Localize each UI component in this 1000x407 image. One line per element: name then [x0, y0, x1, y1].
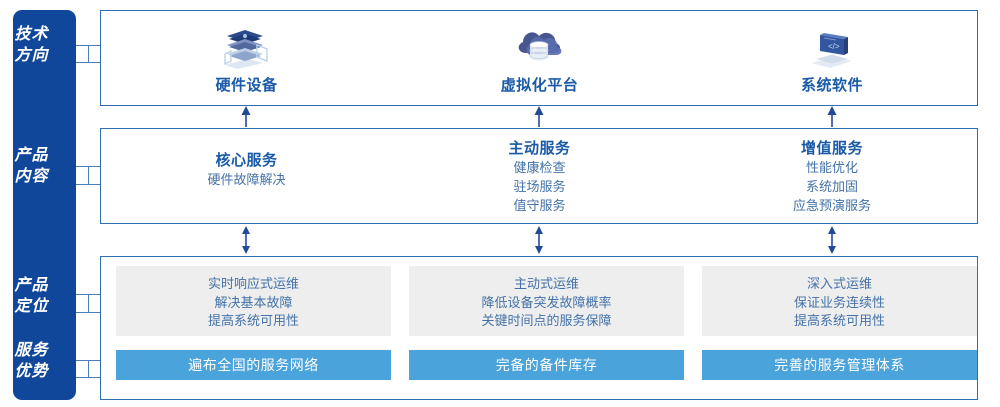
- connector-line: [88, 294, 89, 313]
- connector-line: [88, 45, 89, 63]
- laptop-code-icon: </>: [802, 22, 862, 72]
- content-heading: 增值服务: [800, 140, 863, 157]
- sidebar-label-line2: 方向: [14, 47, 49, 64]
- arrow-double-system-software: [820, 226, 844, 259]
- connector-line: [88, 360, 89, 378]
- positioning-item: 提高系统可用性: [207, 313, 299, 328]
- arrow-up-system-software: [820, 106, 844, 133]
- tech-column-hardware[interactable]: 硬件设备: [100, 10, 393, 106]
- content-item: 驻场服务: [513, 179, 566, 194]
- sidebar-label-product-position: 产品 定位: [0, 275, 63, 317]
- content-item: 健康检查: [513, 160, 566, 175]
- positioning-item: 主动式运维: [513, 276, 579, 291]
- positioning-item: 实时响应式运维: [207, 276, 299, 291]
- positioning-item: 保证业务连续性: [793, 294, 885, 310]
- sidebar-label-line2: 定位: [14, 298, 49, 315]
- arrow-double-virtualization: [527, 226, 551, 259]
- tech-title: 虚拟化平台: [500, 76, 579, 94]
- server-stack-icon: [217, 22, 277, 72]
- tech-title: 系统软件: [800, 76, 863, 94]
- content-item: 硬件故障解决: [207, 172, 286, 187]
- product-content-panel: [100, 128, 978, 224]
- arrow-up-hardware: [234, 106, 258, 133]
- advantage-bar-spare-parts[interactable]: 完备的备件库存: [409, 350, 684, 380]
- connector-line: [88, 166, 89, 185]
- sidebar-label-line1: 技术: [14, 26, 49, 43]
- tech-title: 硬件设备: [215, 76, 278, 94]
- positioning-box-realtime[interactable]: 实时响应式运维 解决基本故障 提高系统可用性: [116, 266, 391, 336]
- content-item: 应急预演服务: [792, 198, 871, 213]
- sidebar-label-line1: 产品: [14, 277, 49, 294]
- sidebar-label-line1: 产品: [14, 147, 49, 164]
- arrow-up-virtualization: [527, 106, 551, 133]
- advantage-bar-management-system[interactable]: 完善的服务管理体系: [702, 350, 977, 380]
- arrow-double-hardware: [234, 226, 258, 259]
- sidebar-label-line1: 服务: [14, 342, 49, 359]
- positioning-box-proactive[interactable]: 主动式运维 降低设备突发故障概率 关键时间点的服务保障: [409, 266, 684, 336]
- positioning-item: 提高系统可用性: [793, 313, 885, 328]
- svg-text:</>: </>: [828, 42, 840, 51]
- sidebar-label-line2: 优势: [14, 363, 49, 380]
- tech-column-system-software[interactable]: </> 系统软件: [686, 10, 978, 106]
- sidebar-label-product-content: 产品 内容: [0, 145, 63, 187]
- content-item: 值守服务: [513, 198, 566, 213]
- content-column-value-added-service[interactable]: 增值服务 性能优化 系统加固 应急预演服务: [686, 128, 978, 233]
- advantage-bar-service-network[interactable]: 遍布全国的服务网络: [116, 350, 391, 380]
- content-heading: 主动服务: [508, 140, 571, 157]
- sidebar-label-tech-direction: 技术 方向: [0, 24, 63, 66]
- positioning-item: 深入式运维: [806, 276, 872, 291]
- positioning-item: 解决基本故障: [214, 294, 293, 310]
- category-sidebar: [13, 10, 76, 400]
- content-column-core-service[interactable]: 核心服务 硬件故障解决: [100, 128, 393, 245]
- content-heading: 核心服务: [215, 152, 278, 169]
- positioning-box-deep[interactable]: 深入式运维 保证业务连续性 提高系统可用性: [702, 266, 977, 336]
- content-item: 系统加固: [805, 179, 858, 194]
- positioning-item: 降低设备突发故障概率: [481, 294, 612, 310]
- sidebar-label-line2: 内容: [14, 168, 49, 185]
- tech-column-virtualization[interactable]: 虚拟化平台: [393, 10, 686, 106]
- cloud-database-icon: [510, 22, 570, 72]
- positioning-item: 关键时间点的服务保障: [481, 313, 612, 328]
- content-item: 性能优化: [805, 160, 858, 175]
- sidebar-label-service-advantage: 服务 优势: [0, 340, 63, 382]
- content-column-proactive-service[interactable]: 主动服务 健康检查 驻场服务 值守服务: [393, 128, 686, 233]
